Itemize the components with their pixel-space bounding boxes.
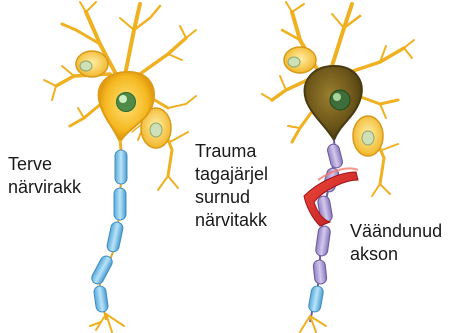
damaged-small-nucleus-right [362,131,374,145]
healthy-axon-hillock [120,140,121,150]
damaged-nucleolus [333,93,341,101]
healthy-nucleolus [119,95,127,103]
damaged-small-nucleus-left [288,57,300,67]
healthy-axon-terminals [90,314,124,332]
label-healthy-nerve-cell: Terve närvirakk [8,153,81,199]
label-trauma-damaged-nerve-cell: Trauma tagajärjel surnud närvitakk [195,140,268,232]
damaged-axon-terminals [300,316,326,332]
damaged-axon [300,140,344,332]
damaged-myelin-blue-sheaths [308,285,324,313]
damaged-neuron [262,2,414,332]
damaged-nucleus [330,90,350,110]
healthy-axon [90,150,127,332]
healthy-small-nucleus-right [150,123,162,137]
healthy-small-nucleus-left [80,61,92,71]
healthy-myelin-sheaths [90,150,127,313]
label-twisted-axon: Väändunud akson [350,220,442,266]
healthy-nucleus [117,93,136,112]
